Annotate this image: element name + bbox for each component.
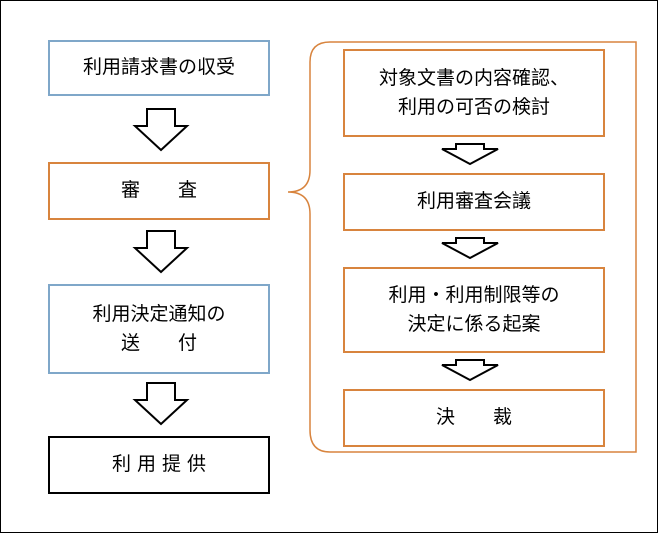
step-decision-notice-line2: 送 付	[120, 332, 197, 354]
substep-approval: 決 裁	[343, 389, 605, 447]
substep-approval-label: 決 裁	[435, 406, 512, 429]
step-decision-notice: 利用決定通知の 送 付	[48, 284, 270, 374]
down-arrow-4	[441, 143, 499, 166]
substep-content-check: 対象文書の内容確認、 利用の可否の検討	[343, 49, 605, 137]
substep-draft-decision-line2: 決定に係る起案	[407, 313, 541, 335]
down-arrow-3	[132, 382, 190, 426]
step-provide: 利 用 提 供	[48, 436, 270, 494]
step-review-label: 審 査	[120, 179, 197, 202]
step-review: 審 査	[48, 162, 270, 220]
substep-content-check-line1: 対象文書の内容確認、	[378, 66, 569, 89]
step-decision-notice-line1: 利用決定通知の	[92, 302, 226, 325]
down-arrow-6	[441, 359, 499, 382]
step-request-receipt: 利用請求書の収受	[48, 40, 270, 96]
substep-draft-decision-line1: 利用・利用制限等の	[388, 283, 560, 306]
substep-review-meeting-label: 利用審査会議	[416, 190, 531, 213]
step-provide-label: 利 用 提 供	[111, 453, 207, 476]
substep-review-meeting: 利用審査会議	[343, 173, 605, 231]
step-request-receipt-label: 利用請求書の収受	[82, 56, 235, 79]
substep-content-check-line2: 利用の可否の検討	[397, 96, 550, 118]
substep-draft-decision: 利用・利用制限等の 決定に係る起案	[343, 267, 605, 353]
down-arrow-5	[441, 237, 499, 260]
down-arrow-2	[132, 230, 190, 274]
down-arrow-1	[132, 108, 190, 152]
